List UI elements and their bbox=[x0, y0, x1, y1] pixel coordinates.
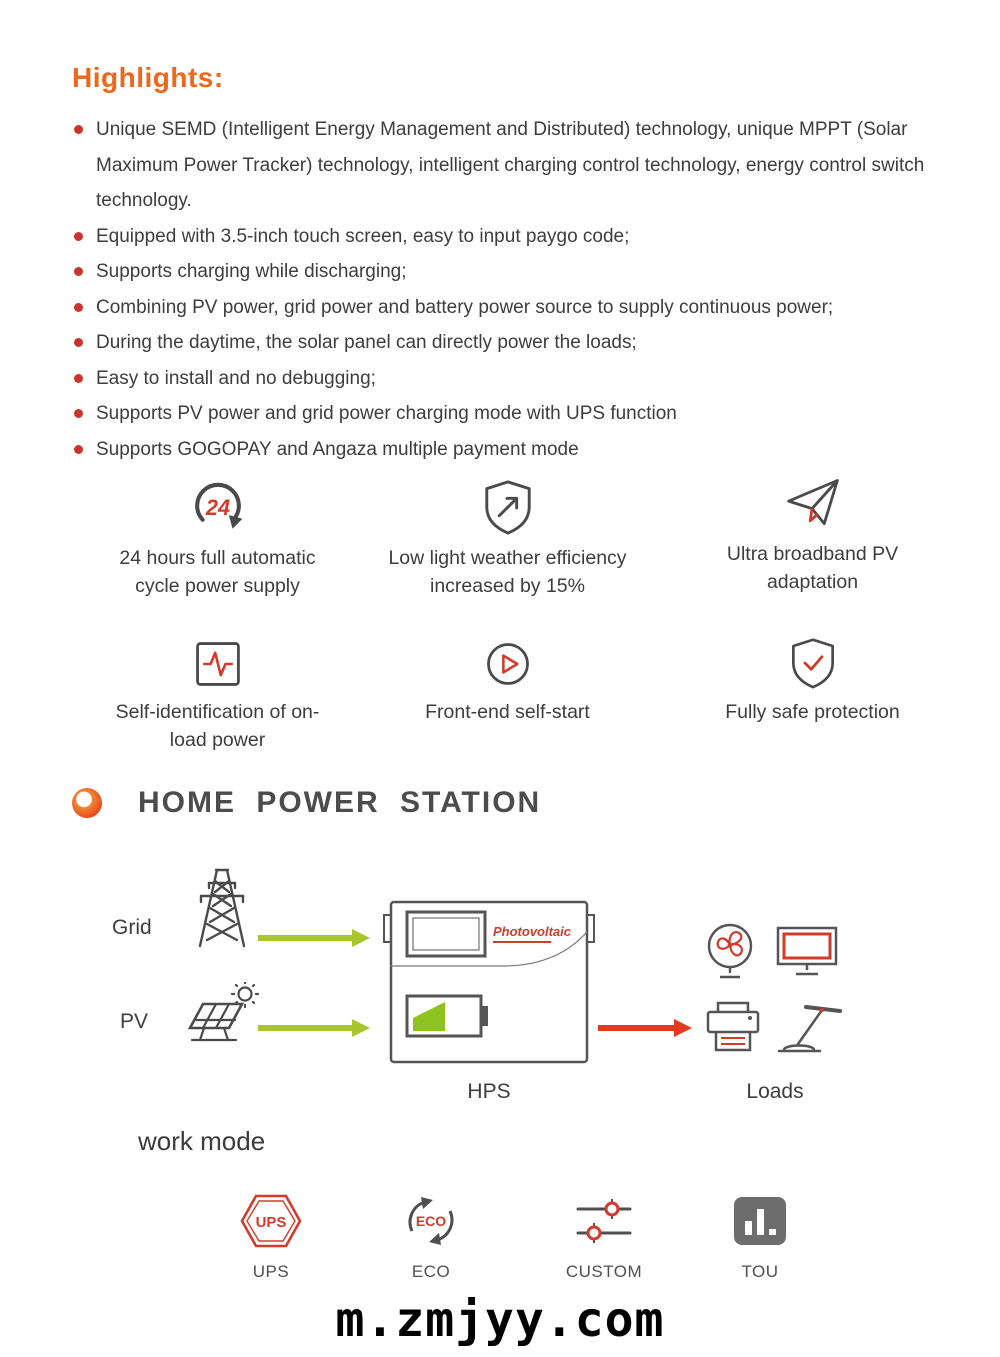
highlights-title: Highlights: bbox=[72, 62, 224, 93]
feature-24-hours: 24 24 hours full automatic cycle power s… bbox=[95, 474, 340, 600]
watermark: m.zmjyy.com bbox=[335, 1292, 665, 1348]
highlight-item: Supports charging while discharging; bbox=[72, 254, 967, 290]
monitor-icon bbox=[776, 926, 838, 978]
shield-check-icon bbox=[788, 628, 838, 690]
svg-text:UPS: UPS bbox=[256, 1214, 287, 1231]
pv-arrow bbox=[258, 1019, 370, 1037]
feature-label: 24 hours full automatic cycle power supp… bbox=[119, 547, 316, 597]
highlight-item: Equipped with 3.5-inch touch screen, eas… bbox=[72, 219, 967, 255]
highlights-list: Unique SEMD (Intelligent Energy Manageme… bbox=[72, 112, 967, 467]
mode-label: ECO bbox=[411, 1262, 451, 1281]
highlight-item: Combining PV power, grid power and batte… bbox=[72, 290, 967, 326]
section-title: HOME POWER STATION bbox=[138, 786, 542, 819]
feature-label: Low light weather efficiency increased b… bbox=[388, 547, 627, 597]
feature-self-start: Front-end self-start bbox=[400, 628, 615, 727]
svg-text:24: 24 bbox=[204, 495, 229, 520]
mode-ups: UPS UPS bbox=[211, 1188, 331, 1282]
feature-label: Self-identification of on-load power bbox=[115, 701, 320, 751]
pv-label: PV bbox=[120, 1010, 149, 1033]
feature-safe-protection: Fully safe protection bbox=[705, 628, 920, 727]
mode-custom: CUSTOM bbox=[544, 1188, 664, 1282]
fan-icon bbox=[702, 920, 758, 982]
feature-low-light: Low light weather efficiency increased b… bbox=[360, 474, 655, 600]
mode-label: CUSTOM bbox=[565, 1262, 643, 1281]
self-start-icon bbox=[482, 628, 534, 690]
load-pulse-icon bbox=[192, 628, 244, 690]
highlight-item: Supports PV power and grid power chargin… bbox=[72, 396, 967, 432]
hps-device: Photovoltaic bbox=[383, 898, 595, 1066]
feature-broadband: Ultra broadband PV adaptation bbox=[705, 470, 920, 596]
tou-chart-icon bbox=[732, 1188, 788, 1254]
highlight-item: Supports GOGOPAY and Angaza multiple pay… bbox=[72, 432, 967, 468]
feature-label: Front-end self-start bbox=[425, 701, 590, 723]
mode-tou: TOU bbox=[700, 1188, 820, 1282]
loads-label: Loads bbox=[746, 1080, 804, 1103]
mode-label: TOU bbox=[741, 1262, 779, 1281]
svg-text:ECO: ECO bbox=[416, 1213, 446, 1229]
grid-tower-icon bbox=[186, 864, 258, 950]
grid-label: Grid bbox=[112, 916, 152, 939]
feature-label: Ultra broadband PV adaptation bbox=[726, 543, 899, 593]
work-mode-title: work mode bbox=[138, 1126, 266, 1156]
section-header: HOME POWER STATION bbox=[72, 786, 541, 820]
shield-efficiency-icon bbox=[481, 474, 535, 536]
mode-label: UPS bbox=[252, 1262, 290, 1281]
printer-icon bbox=[704, 1000, 762, 1054]
desk-lamp-icon bbox=[776, 1000, 844, 1056]
24-hours-cycle-icon: 24 bbox=[189, 474, 247, 536]
loads-arrow bbox=[598, 1019, 692, 1037]
grid-arrow bbox=[258, 929, 370, 947]
ups-hexagon-icon: UPS bbox=[239, 1188, 303, 1254]
feature-self-identification: Self-identification of on-load power bbox=[110, 628, 325, 754]
highlight-item: Unique SEMD (Intelligent Energy Manageme… bbox=[72, 112, 967, 219]
highlight-item: Easy to install and no debugging; bbox=[72, 361, 967, 397]
custom-sliders-icon bbox=[574, 1188, 634, 1254]
eco-cycle-icon: ECO bbox=[400, 1188, 462, 1254]
highlight-item: During the daytime, the solar panel can … bbox=[72, 325, 967, 361]
paper-plane-icon bbox=[783, 470, 843, 532]
pv-panel-icon bbox=[182, 982, 262, 1046]
hps-label: HPS bbox=[467, 1080, 511, 1103]
mode-eco: ECO ECO bbox=[371, 1188, 491, 1282]
section-bullet-icon bbox=[72, 788, 102, 818]
feature-label: Fully safe protection bbox=[725, 701, 900, 723]
device-brand-text: Photovoltaic bbox=[493, 924, 572, 939]
